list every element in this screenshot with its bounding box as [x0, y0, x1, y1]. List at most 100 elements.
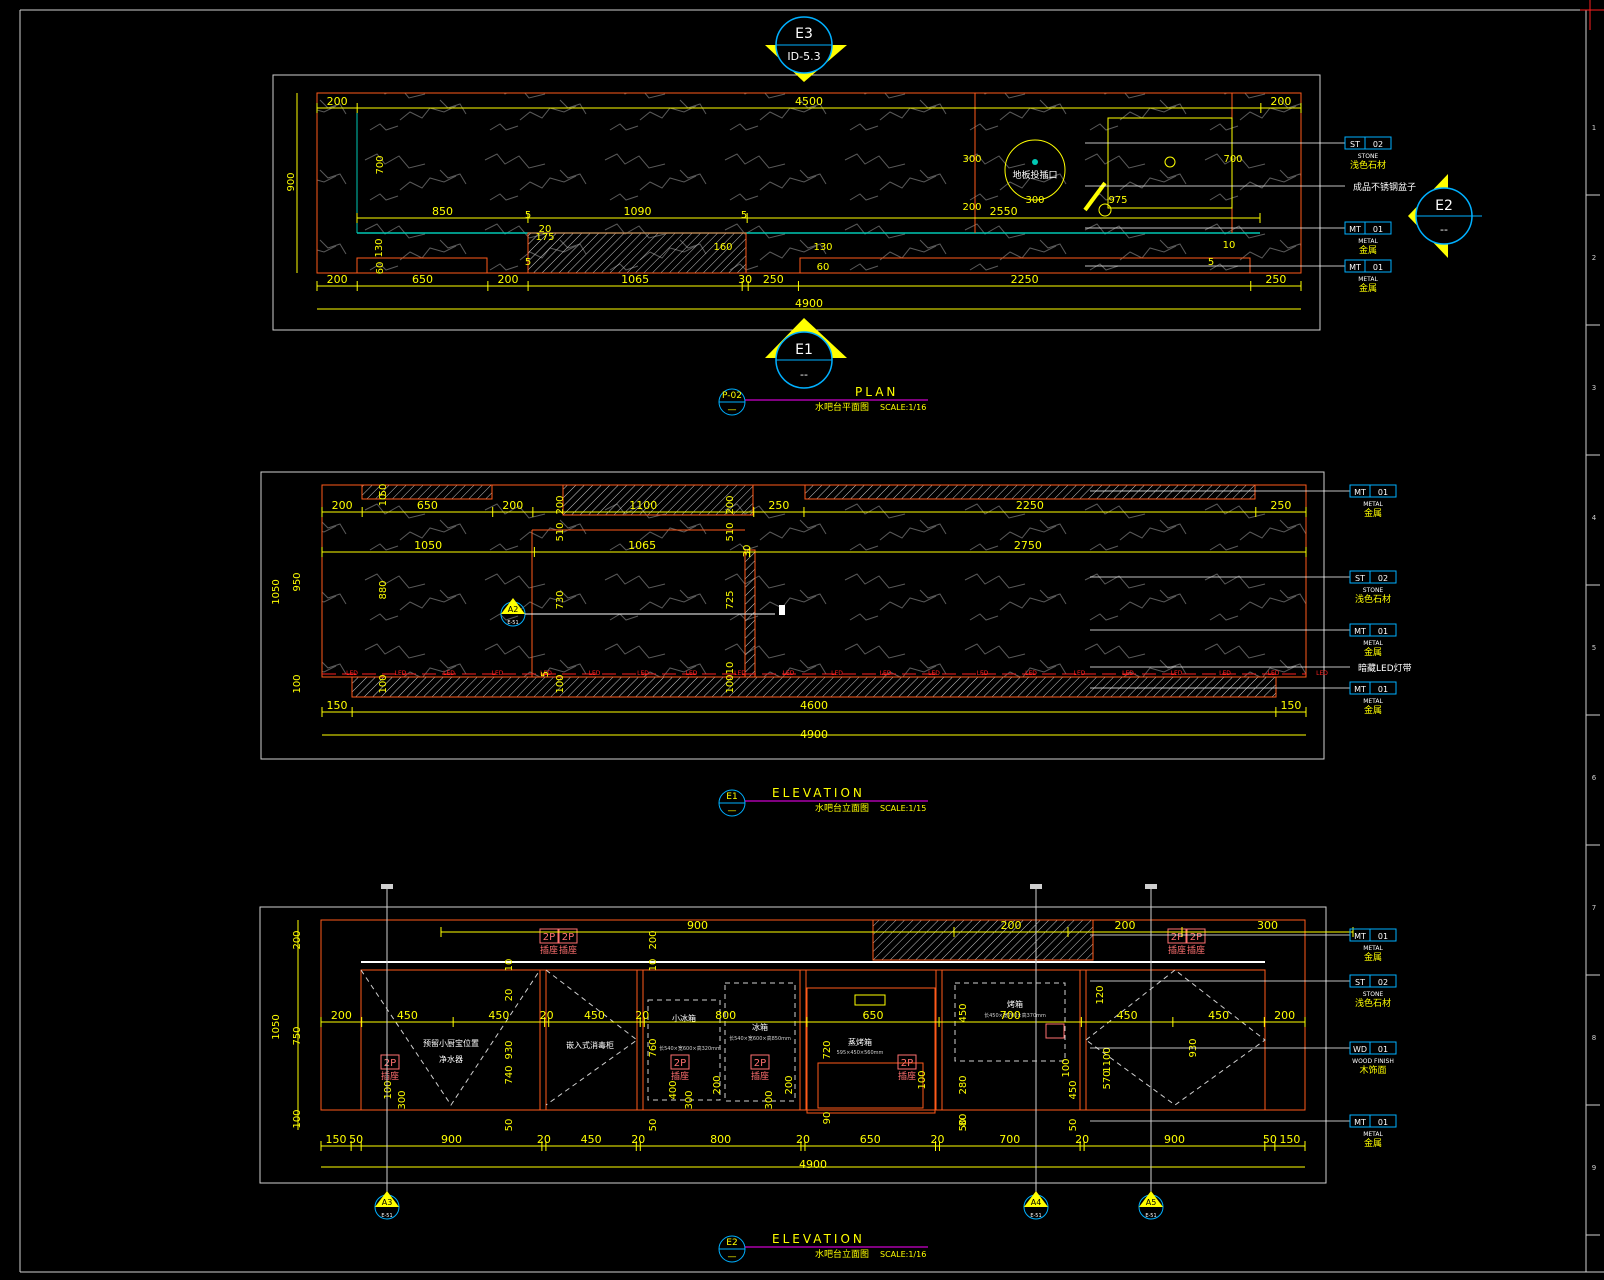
drain-hole [1004, 139, 1066, 201]
led-label: LED [540, 670, 552, 677]
e2-dim-mid: 450 [397, 1009, 418, 1022]
led-label: LED [1122, 670, 1134, 677]
socket-label: 插座 [381, 1070, 399, 1082]
legend-num: 01 [1373, 263, 1383, 272]
e2-dim-inner: 50 [958, 1119, 969, 1132]
socket-label: 插座 [540, 944, 558, 956]
led-label: LED [1219, 670, 1231, 677]
led-label: LED [977, 670, 989, 677]
e2-dim-mid: 800 [715, 1009, 736, 1022]
e1-dim-mid: 1065 [628, 539, 656, 552]
legend-en: METAL [1358, 276, 1378, 283]
e3-marker[interactable]: E3 ID-5.3 [765, 16, 847, 82]
legend-num: 01 [1378, 685, 1388, 694]
e2-dim-mid: 450 [584, 1009, 605, 1022]
e2-dim-inner: 930 [504, 1040, 515, 1059]
e2-dim-inner: 280 [958, 1075, 969, 1094]
e2-scale: SCALE:1/16 [880, 1250, 926, 1259]
legend-num: 01 [1378, 1118, 1388, 1127]
drain-label: 地板投插口 [1012, 169, 1057, 181]
section-marker-ref: E-51 [1030, 1213, 1041, 1219]
plan-title-cn: 水吧台平面图 [815, 401, 869, 413]
e2-dim-mid: 20 [540, 1009, 554, 1022]
a2-callout[interactable]: A2 E-51 [500, 598, 775, 627]
legend-en: METAL [1358, 238, 1378, 245]
plan-dim-inner: 5 [525, 257, 531, 268]
e2-dim-inner: 200 [712, 1075, 723, 1094]
e2-dim-total: 4900 [799, 1158, 827, 1171]
legend-cn: 浅色石材 [1355, 593, 1391, 605]
e2-notes: 预留小厨宝位置净水器嵌入式消毒柜小冰箱冰箱蒸烤箱烤箱长540×宽600×高320… [423, 999, 1046, 1064]
plan-dim-inner: 300 [962, 154, 981, 165]
socket-label: 插座 [751, 1070, 769, 1082]
e2-marker[interactable]: E2 -- [1408, 174, 1482, 258]
e2-dim-inner: 90 [822, 1112, 833, 1125]
led-label: LED [686, 670, 698, 677]
e1-dim-inner: 730 [555, 590, 566, 609]
led-label: LED [1074, 670, 1086, 677]
ruler-number: 2 [1592, 254, 1596, 262]
e2-dim-bottom: 900 [441, 1133, 462, 1146]
e2-dim-top: 200 [1001, 919, 1022, 932]
legend-code: MT [1349, 263, 1361, 272]
plan-dim-left: 60 [375, 262, 386, 275]
e2-dim-mid: 450 [1208, 1009, 1229, 1022]
e2-dim-inner: 100 [1061, 1058, 1072, 1077]
e2-dim-inner: 50 [1068, 1119, 1079, 1132]
e1-dim-left: 1050 [271, 579, 282, 604]
e2-note: 净水器 [439, 1054, 463, 1064]
e1-marker[interactable]: E1 -- [765, 318, 847, 389]
socket-type: 2P [562, 932, 574, 943]
legend-en: METAL [1363, 945, 1383, 952]
e2-title-en: ELEVATION [772, 1232, 865, 1246]
e1-title-tag: E1 [726, 792, 737, 802]
plan-dim-inner: 60 [817, 262, 830, 273]
e2-dim-left: 1050 [271, 1014, 282, 1039]
e1-dim-inner: 100 [725, 674, 736, 693]
legend-cn: 金属 [1359, 282, 1377, 294]
e2-dim-inner: 20 [504, 989, 515, 1002]
e2-dim-top: 900 [687, 919, 708, 932]
legend-en: STONE [1358, 153, 1379, 160]
e2-note: 蒸烤箱 [848, 1037, 872, 1047]
e2-dim-inner: 10 [504, 959, 515, 972]
plan-dim-left: 900 [286, 172, 297, 191]
legend-cn: 浅色石材 [1355, 997, 1391, 1009]
e1-dim-top: 650 [417, 499, 438, 512]
plan-dim-inner: 5 [741, 210, 747, 221]
led-label: LED [492, 670, 504, 677]
led-label: LED [880, 670, 892, 677]
socket-type: 2P [674, 1058, 686, 1069]
plan-dim-inner: 975 [1108, 195, 1127, 206]
legend-cn: 金属 [1364, 646, 1382, 658]
socket-type: 2P [1171, 932, 1183, 943]
plan-dim-mid: 1090 [624, 205, 652, 218]
e2-dim-mid: 450 [488, 1009, 509, 1022]
plan-title-block: P-02 — PLAN 水吧台平面图 SCALE:1/16 [718, 385, 928, 416]
e1-scale: SCALE:1/15 [880, 804, 926, 813]
e2-note: 预留小厨宝位置 [423, 1038, 479, 1048]
e1-dim-left: 100 [378, 674, 389, 693]
led-label: LED [443, 670, 455, 677]
e1-dim-inner: 100 [555, 674, 566, 693]
svg-text:—: — [728, 806, 737, 816]
legend-num: 02 [1378, 574, 1388, 583]
ruler-number: 7 [1592, 904, 1596, 912]
e1-dim-bottom: 4600 [800, 699, 828, 712]
legend-en: WOOD FINISH [1352, 1058, 1394, 1065]
legend-code: ST [1355, 978, 1365, 987]
e1-cabinet-face [321, 484, 1307, 678]
e2-dim-inner: 10 [648, 959, 659, 972]
ruler-number: 4 [1592, 514, 1597, 522]
e2-title-block: E2 — ELEVATION 水吧台立面图 SCALE:1/16 [718, 1232, 928, 1263]
legend-en: STONE [1363, 587, 1384, 594]
section-marker-ref: E-51 [1145, 1213, 1156, 1219]
ruler-number: 5 [1592, 644, 1596, 652]
e1-title-cn: 水吧台立面图 [815, 802, 869, 814]
